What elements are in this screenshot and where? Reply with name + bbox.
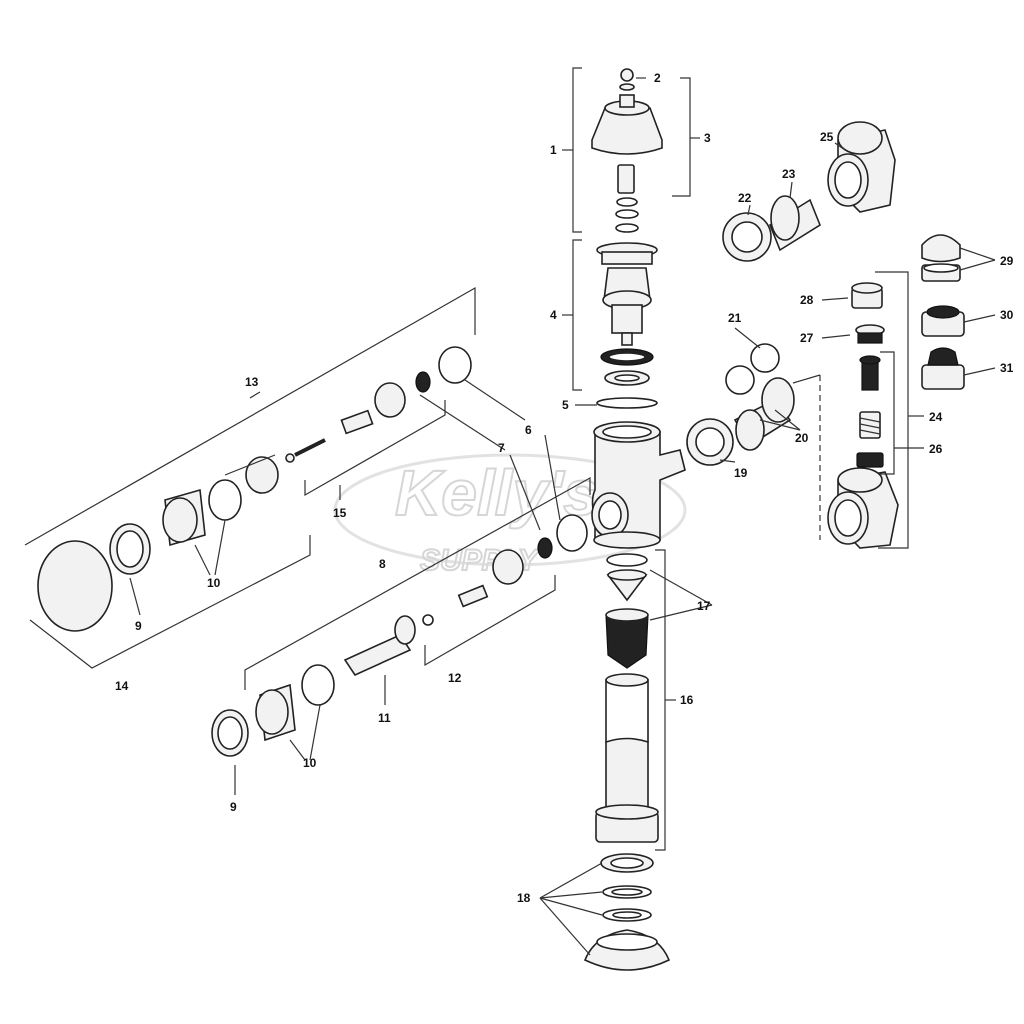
spud-coupling [583,853,671,971]
callout-2: 2 [654,71,661,85]
cap-options [921,234,965,390]
callout-26: 26 [929,442,943,456]
callout-18: 18 [517,891,531,905]
handle-assembly-upper [37,346,472,632]
piston-assembly [596,242,658,409]
callout-11: 11 [378,711,391,725]
callout-10-upper: 10 [207,576,221,590]
callout-1: 1 [550,143,557,157]
callout-21: 21 [728,311,742,325]
callout-17: 17 [697,599,711,613]
callout-14: 14 [115,679,129,693]
callout-12: 12 [448,671,462,685]
stop-internals [851,282,885,468]
callout-5: 5 [562,398,569,412]
callout-10-lower: 10 [303,756,317,770]
callout-28: 28 [800,293,814,307]
callout-22: 22 [738,191,752,205]
callout-20: 20 [795,431,809,445]
callout-19: 19 [734,466,748,480]
callout-6: 6 [525,423,532,437]
callout-24: 24 [929,410,943,424]
callout-27: 27 [800,331,814,345]
callout-3: 3 [704,131,711,145]
callout-9-upper: 9 [135,619,142,633]
callout-8: 8 [379,557,386,571]
callout-31: 31 [1000,361,1014,375]
callout-13: 13 [245,375,259,389]
cover-assembly [591,68,663,233]
callout-15: 15 [333,506,347,520]
callout-25: 25 [820,130,834,144]
handle-assembly-lower [211,514,588,757]
tailpiece-group [686,121,899,549]
callout-16: 16 [680,693,694,707]
callout-29: 29 [1000,254,1014,268]
callout-9-lower: 9 [230,800,237,814]
callout-4: 4 [550,308,557,322]
valve-body [591,421,686,549]
callout-23: 23 [782,167,796,181]
vacuum-breaker-tube [595,553,659,843]
callout-7: 7 [498,441,505,455]
callout-30: 30 [1000,308,1014,322]
